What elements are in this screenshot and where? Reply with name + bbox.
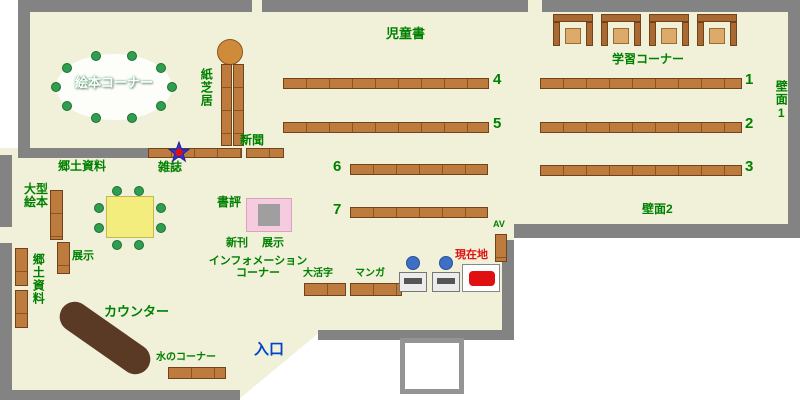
chair-dot — [156, 101, 166, 111]
entrance-label: 入口 — [254, 341, 285, 358]
newspaper-label: 新聞 — [240, 133, 265, 147]
star-marker-icon — [167, 140, 191, 163]
round-table — [217, 39, 243, 65]
chair-dot — [62, 101, 72, 111]
large-picture-books-shelf — [50, 190, 63, 240]
chair-dot — [156, 63, 166, 73]
chair-dot — [127, 113, 137, 123]
magazine-shelf — [148, 148, 242, 158]
wall-top-middle — [262, 0, 528, 12]
exhibit-center-label: 展示 — [262, 237, 284, 249]
terminal-machine — [431, 256, 461, 294]
shelf-number-3: 3 — [745, 158, 754, 175]
chair-dot — [62, 63, 72, 73]
wall-face-1-label: 壁面1 — [774, 80, 789, 121]
picture-book-corner-label: 絵本コーナー — [74, 75, 153, 90]
shelf-1 — [540, 78, 742, 89]
counter-label: カウンター — [104, 304, 170, 319]
chair-dot — [156, 223, 166, 233]
wall-right-bottom — [514, 224, 788, 238]
wall-right — [788, 0, 800, 238]
children-books-label: 児童書 — [386, 26, 426, 41]
wall-left-room — [18, 0, 30, 150]
chair-dot — [127, 51, 137, 61]
shelf-5 — [283, 122, 489, 133]
av-shelf — [495, 234, 507, 262]
chair-dot — [156, 203, 166, 213]
terminal-chair-icon — [439, 256, 453, 270]
shelf-number-1: 1 — [745, 71, 754, 88]
chair-dot — [91, 51, 101, 61]
shelf-7 — [350, 207, 488, 218]
new-arrivals-label: 新刊 — [226, 237, 248, 249]
wall-bottom-left — [0, 390, 240, 400]
shelf-6 — [350, 164, 488, 175]
newspaper-shelf — [246, 148, 284, 158]
manga-shelf — [350, 283, 402, 296]
information-line1: インフォメーション — [208, 255, 308, 267]
study-corner-label: 学習コーナー — [612, 52, 685, 66]
current-location-icon — [469, 271, 495, 286]
local-materials-shelf — [15, 290, 28, 328]
manga-label: マンガ — [355, 268, 385, 279]
shelf-number-5: 5 — [493, 115, 502, 132]
chair-dot — [134, 186, 144, 196]
kamishibai-label: 紙芝居 — [199, 68, 214, 107]
large-print-shelf — [304, 283, 346, 296]
shelf-number-7: 7 — [333, 201, 342, 218]
magazines-label: 雑誌 — [158, 160, 183, 174]
reading-table — [106, 196, 154, 238]
study-carrel — [649, 14, 689, 52]
book-review-label: 書評 — [217, 195, 242, 209]
wall-inner-picture-book — [18, 148, 148, 158]
exhibit-shelf — [57, 242, 70, 274]
local-materials-top-label: 郷土資料 — [58, 159, 107, 173]
wall-left-a — [0, 155, 12, 227]
study-carrel — [553, 14, 593, 52]
exhibit-left-label: 展示 — [72, 250, 94, 262]
local-materials-shelf — [15, 248, 28, 286]
wall-left-c — [0, 333, 12, 393]
shelf-4 — [283, 78, 489, 89]
terminal-chair-icon — [406, 256, 420, 270]
kamishibai-shelf — [221, 64, 232, 146]
wall-top-left — [28, 0, 252, 12]
information-line2: コーナー — [236, 267, 280, 280]
information-corner-label: インフォメーション コーナー — [206, 255, 310, 279]
local-materials-left-label: 郷土資料 — [31, 253, 46, 305]
stair-structure — [400, 338, 464, 394]
av-label: AV — [493, 219, 505, 229]
shelf-number-4: 4 — [493, 71, 502, 88]
shelf-number-6: 6 — [333, 158, 342, 175]
chair-dot — [112, 240, 122, 250]
wall-face-2-label: 壁面2 — [642, 202, 673, 216]
water-corner-shelf — [168, 367, 226, 379]
wall-mid-right — [502, 240, 514, 332]
large-print-label: 大活字 — [303, 268, 333, 279]
study-carrel — [697, 14, 737, 52]
chair-dot — [91, 113, 101, 123]
current-location-marker — [462, 264, 500, 292]
chair-dot — [51, 82, 61, 92]
chair-dot — [167, 82, 177, 92]
chair-dot — [112, 186, 122, 196]
wall-left-b — [0, 243, 12, 333]
shelf-3 — [540, 165, 742, 176]
display-stand — [258, 204, 280, 226]
wall-top-right — [542, 0, 790, 12]
chair-dot — [134, 240, 144, 250]
large-picture-books-label: 大型絵本 — [24, 182, 49, 210]
current-location-label: 現在地 — [455, 249, 488, 261]
shelf-number-2: 2 — [745, 115, 754, 132]
terminal-machine — [398, 256, 428, 294]
chair-dot — [94, 223, 104, 233]
picture-book-rug — [56, 54, 172, 120]
water-corner-label: 水のコーナー — [156, 352, 216, 363]
shelf-2 — [540, 122, 742, 133]
wall-bottom-middle — [318, 330, 514, 340]
study-carrel — [601, 14, 641, 52]
display-table — [246, 198, 292, 232]
kamishibai-shelf — [233, 64, 244, 146]
chair-dot — [94, 203, 104, 213]
